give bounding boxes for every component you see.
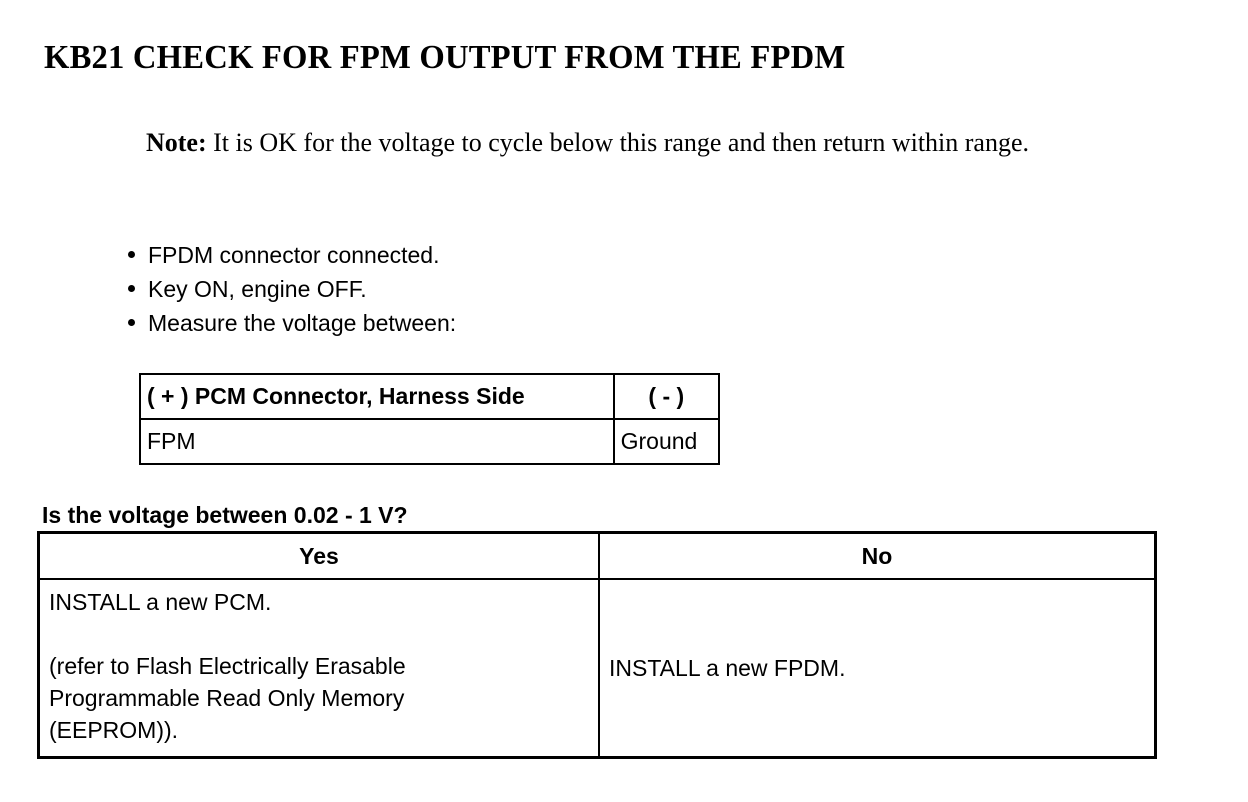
yes-action-line-1: INSTALL a new PCM. (49, 589, 272, 615)
no-action-lines: INSTALL a new FPDM. (609, 652, 1145, 684)
column-header-positive: ( + ) PCM Connector, Harness Side (139, 373, 615, 420)
cell-negative-signal: Ground (612, 418, 721, 465)
table-row: INSTALL a new PCM. (refer to Flash Elect… (37, 578, 1157, 759)
list-item: Measure the voltage between: (128, 306, 828, 340)
list-item-label: FPDM connector connected. (148, 242, 440, 268)
table-header-row: Yes No (37, 531, 1157, 580)
yes-action-spacer (49, 618, 589, 650)
column-header-negative: ( - ) (612, 373, 721, 420)
bullet-dot-icon (128, 285, 135, 292)
question-text: Is the voltage between 0.02 - 1 V? (42, 502, 408, 528)
yes-action-line-2: (refer to Flash Electrically Erasable (49, 653, 406, 679)
cell-positive-signal: FPM (139, 418, 615, 465)
list-item: Key ON, engine OFF. (128, 272, 828, 306)
note-label: Note: (146, 128, 207, 157)
bullet-dot-icon (128, 319, 135, 326)
yes-action-line-4: (EEPROM)). (49, 717, 179, 743)
measurement-table: ( + ) PCM Connector, Harness Side ( - ) … (139, 373, 721, 465)
note-block: Note: It is OK for the voltage to cycle … (146, 122, 1206, 163)
column-header-no: No (598, 531, 1157, 580)
list-item: FPDM connector connected. (128, 238, 828, 272)
cell-yes-action: INSTALL a new PCM. (refer to Flash Elect… (37, 578, 600, 759)
yes-action-lines: INSTALL a new PCM. (refer to Flash Elect… (49, 586, 589, 746)
cell-no-action: INSTALL a new FPDM. (598, 578, 1157, 759)
yes-action-line-3: Programmable Read Only Memory (49, 685, 405, 711)
page-title: KB21 CHECK FOR FPM OUTPUT FROM THE FPDM (44, 39, 846, 76)
procedure-bullet-list: FPDM connector connected. Key ON, engine… (128, 238, 828, 340)
list-item-label: Measure the voltage between: (148, 310, 457, 336)
table-header-row: ( + ) PCM Connector, Harness Side ( - ) (139, 373, 721, 420)
no-action-line-1: INSTALL a new FPDM. (609, 655, 846, 681)
bullet-dot-icon (128, 251, 135, 258)
list-item-label: Key ON, engine OFF. (148, 276, 367, 302)
column-header-yes: Yes (37, 531, 600, 580)
note-text: It is OK for the voltage to cycle below … (213, 128, 1030, 157)
decision-table: Yes No INSTALL a new PCM. (refer to Flas… (37, 531, 1157, 759)
table-row: FPM Ground (139, 418, 721, 465)
